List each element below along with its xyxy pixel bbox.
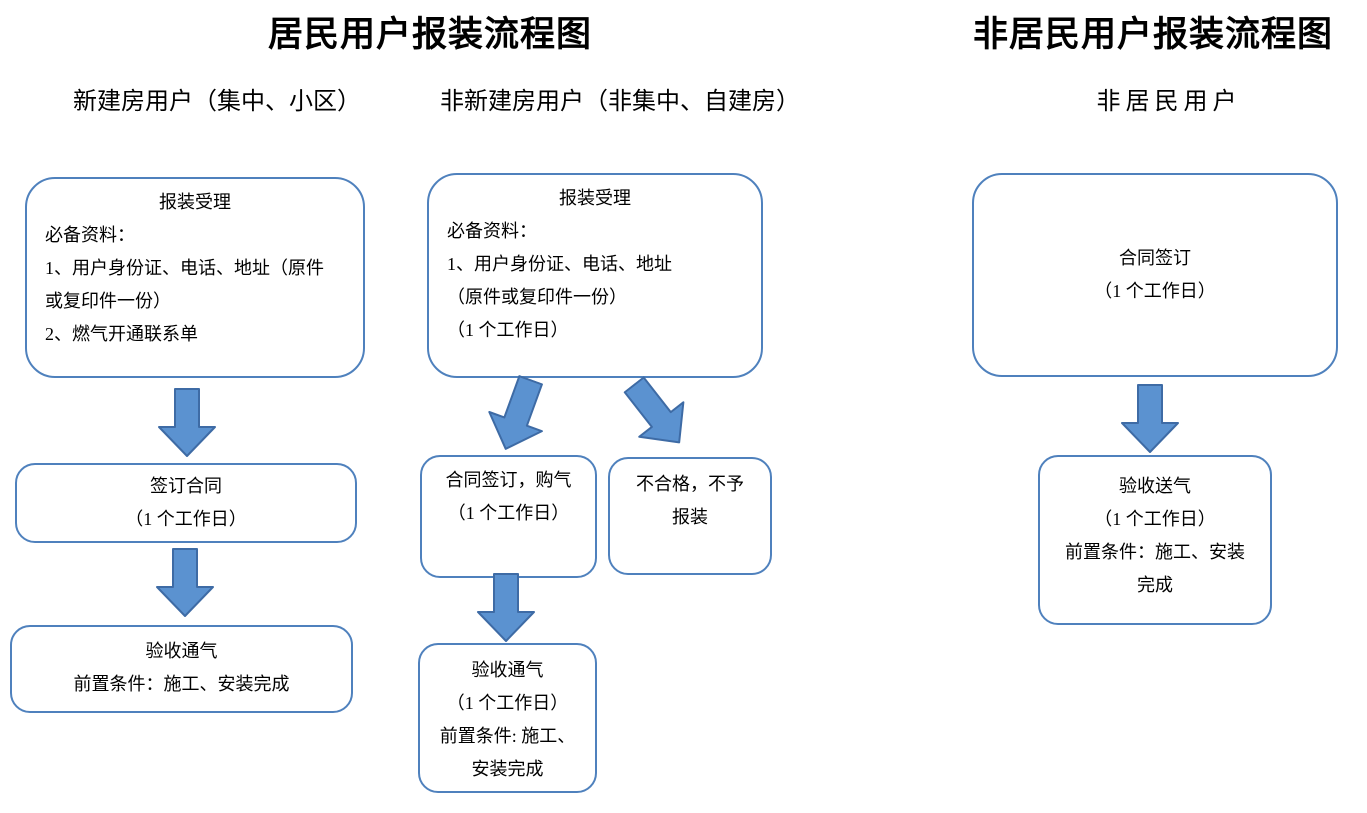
accept-box-materials-label: 必备资料： [447,221,537,241]
accept-box-item-1: 1、用户身份证、电话、地址（原件 [45,258,324,278]
acceptance-box-duration: （1 个工作日） [446,693,569,713]
contract-box-duration: （1 个工作日） [125,509,247,529]
non-residential-delivery-box: 验收送气 （1 个工作日） 前置条件：施工、安装 完成 [1038,455,1272,625]
delivery-box-precondition: 前置条件：施工、安装 [1065,542,1245,562]
acceptance-box-precondition: 前置条件: 施工、 [439,726,576,746]
residential-flow-title: 居民用户报装流程图 [267,15,592,54]
down-arrow-icon [477,573,535,642]
non-residential-contract-box: 合同签订 （1 个工作日） [972,173,1338,377]
non-new-building-acceptance-box: 验收通气 （1 个工作日） 前置条件: 施工、 安装完成 [418,643,597,793]
reject-box-line-2: 报装 [672,507,708,527]
contract-box-title: 签订合同 [150,476,222,496]
accept-box-duration: （1 个工作日） [447,320,569,340]
delivery-box-precondition-cont: 完成 [1137,575,1173,595]
contract-purchase-box-title: 合同签订，购气 [445,470,572,490]
non-resident-column-header: 非居民用户 [1096,89,1242,115]
diagonal-down-left-arrow-icon [488,375,543,450]
new-building-accept-box: 报装受理 必备资料： 1、用户身份证、电话、地址（原件 或复印件一份） 2、燃气… [25,177,365,378]
non-residential-flow-title: 非居民用户报装流程图 [972,15,1333,54]
accept-box-title: 报装受理 [559,188,631,208]
accept-box-title: 报装受理 [159,192,231,212]
non-new-building-accept-box: 报装受理 必备资料： 1、用户身份证、电话、地址 （原件或复印件一份） （1 个… [427,173,763,378]
new-building-acceptance-box: 验收通气 前置条件：施工、安装完成 [10,625,353,713]
accept-box-materials-label: 必备资料： [45,225,135,245]
non-new-building-column-header: 非新建房用户（非集中、自建房） [440,89,800,115]
acceptance-box-precondition-cont: 安装完成 [471,759,544,779]
accept-box-item-1-cont: 或复印件一份） [45,291,171,311]
down-arrow-icon [1121,384,1179,453]
diagonal-down-right-arrow-icon [623,376,685,444]
accept-box-item-2: 2、燃气开通联系单 [45,324,198,344]
new-building-contract-box: 签订合同 （1 个工作日） [15,463,357,543]
delivery-box-title: 验收送气 [1119,476,1191,496]
contract-box-duration: （1 个工作日） [1094,281,1216,301]
reject-box-line-1: 不合格，不予 [636,474,744,494]
acceptance-box-title: 验收通气 [471,660,544,680]
acceptance-box-precondition: 前置条件：施工、安装完成 [73,674,290,694]
down-arrow-icon [156,548,214,617]
contract-purchase-box: 合同签订，购气 （1 个工作日） [420,455,597,578]
reject-box: 不合格，不予 报装 [608,457,772,575]
accept-box-item-1-cont: （原件或复印件一份） [447,287,627,307]
delivery-box-duration: （1 个工作日） [1094,509,1216,529]
new-building-column-header: 新建房用户（集中、小区） [73,89,361,115]
contract-purchase-box-duration: （1 个工作日） [447,503,570,523]
contract-box-title: 合同签订 [1119,248,1191,268]
accept-box-item-1: 1、用户身份证、电话、地址 [447,254,672,274]
down-arrow-icon [158,388,216,457]
acceptance-box-title: 验收通气 [145,641,218,661]
